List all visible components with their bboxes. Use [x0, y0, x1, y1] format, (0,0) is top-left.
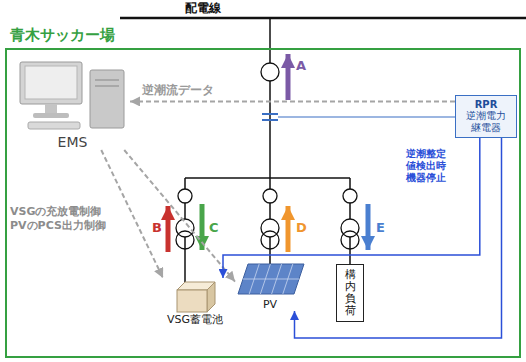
connector-label: 逆潮流データ [140, 82, 216, 99]
flow-letter: E [376, 220, 385, 235]
current-sensor [278, 116, 455, 117]
current-sensor [262, 114, 455, 120]
breaker-symbol [263, 189, 277, 203]
solar-panel: PV [235, 262, 305, 311]
connector-layer [101, 101, 501, 338]
transformer-symbol [341, 231, 359, 249]
load-box: 構内負荷 [336, 264, 364, 322]
relay-note: 逆潮整定 値検出時 機器停止 [406, 148, 462, 184]
flow-letter: C [209, 220, 219, 235]
solar-panel-icon [238, 264, 304, 294]
node-title: VSG蓄電池 [155, 312, 235, 327]
relay-box: RPR逆潮電力 継電器 [455, 95, 517, 138]
node-body: 逆潮電力 継電器 [458, 110, 514, 134]
power-wiring [120, 17, 526, 20]
battery-icon [177, 282, 215, 312]
connector [101, 150, 163, 278]
control-note: VSGの充放電制御 PVのPCS出力制御 [10, 205, 122, 234]
current-sensor [262, 113, 278, 115]
flow-letter: D [296, 220, 307, 235]
power-wiring [185, 177, 350, 179]
current-sensor [262, 119, 278, 121]
computer-icon [90, 70, 124, 128]
flow-letter: A [296, 58, 306, 73]
transformer-symbol [176, 231, 194, 249]
line-name: 配電線 [185, 0, 221, 17]
node-title: 青木サッカー場 [10, 26, 115, 45]
computer-icon [45, 104, 57, 114]
node-title: RPR [458, 99, 514, 110]
flow-arrow [366, 204, 371, 250]
flow-arrow [286, 54, 291, 100]
panel-grid [243, 279, 299, 280]
battery-unit: VSG蓄電池 [155, 278, 235, 327]
node-title: EMS [15, 134, 130, 150]
ems-computer: EMS [15, 58, 130, 150]
connector [223, 138, 480, 278]
computer-icon [20, 62, 82, 104]
flow-arrow [166, 206, 171, 252]
node-title: PV [235, 298, 305, 311]
computer-icon [33, 113, 69, 118]
battery-icon [177, 290, 207, 312]
connector [124, 150, 235, 282]
flow-arrow [286, 206, 291, 252]
connector [130, 100, 455, 102]
power-wiring [269, 18, 271, 178]
flow-letter: B [152, 220, 162, 235]
breaker-symbol [343, 189, 357, 203]
panel-grid [243, 264, 299, 294]
breaker-symbol [261, 63, 279, 81]
connector [295, 138, 502, 338]
computer-icon [95, 80, 119, 86]
computer-icon [25, 66, 77, 99]
solar-panel-icon [238, 264, 304, 294]
power-wiring [120, 18, 526, 285]
computer-icon [20, 62, 124, 129]
transformer-symbol [261, 231, 279, 249]
computer-icon [28, 122, 80, 129]
battery-icon [207, 282, 215, 312]
breaker-symbol [178, 189, 192, 203]
node-title: 構内負荷 [345, 269, 356, 317]
site-region: EMSRPR逆潮電力 継電器VSG蓄電池PV構内負荷青木サッカー場 [5, 48, 521, 358]
